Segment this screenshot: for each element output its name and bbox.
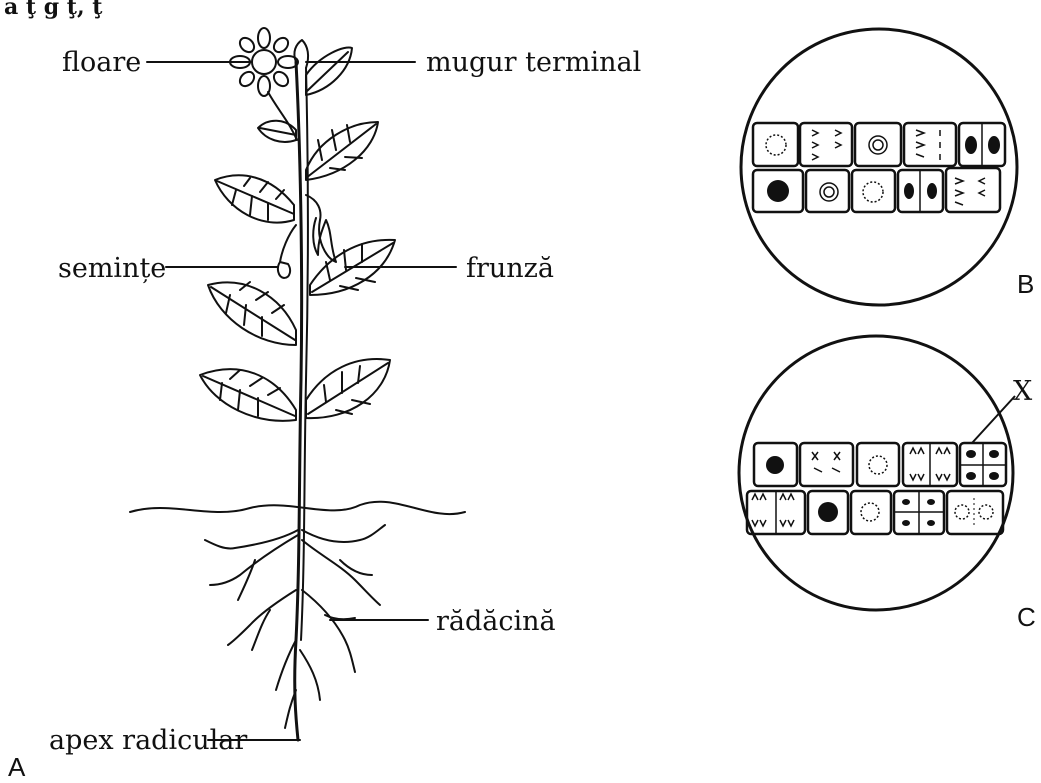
leaves [200,121,395,421]
panel-label-b: B [1017,269,1034,299]
soil-line [130,502,465,514]
microscope-view-b [741,29,1017,305]
header-fragment: ă ţ g ţ, ţ [4,0,103,20]
label-seminte: semințe [58,253,166,284]
microscope-view-c [739,336,1015,610]
label-frunza: frunză [466,253,554,284]
label-mugur-terminal: mugur terminal [426,47,641,78]
seed-pod [278,225,296,278]
panel-label-c: C [1017,602,1036,632]
label-radacina: rădăcină [436,606,556,637]
label-x: X [1013,376,1033,407]
label-floare: floare [62,47,141,78]
panel-label-a: A [8,752,26,782]
label-apex-radicular: apex radicular [49,725,247,756]
plant-illustration [130,28,465,740]
